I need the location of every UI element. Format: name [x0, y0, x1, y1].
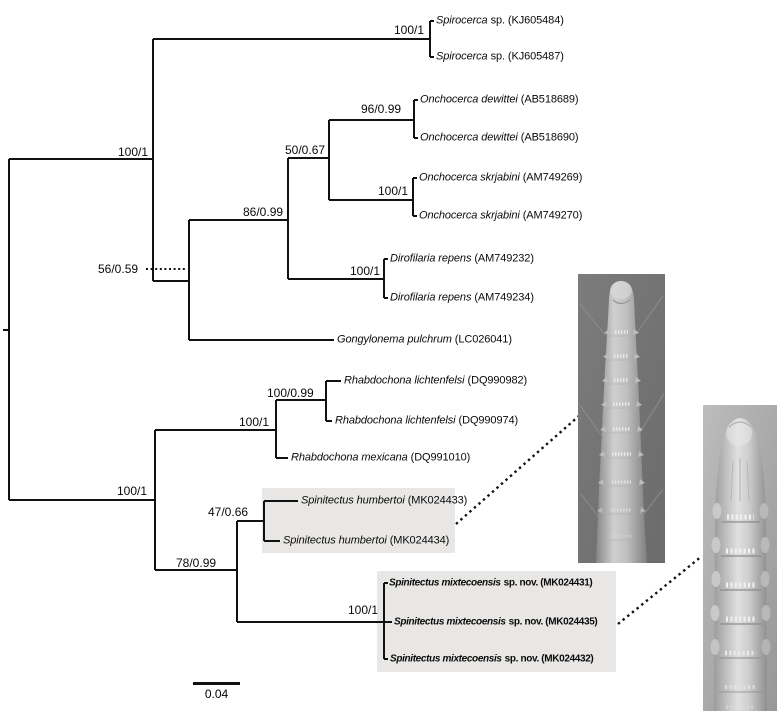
humbertoi-sem-dotted-line [455, 414, 581, 525]
scale-bar-label: 0.04 [204, 687, 229, 701]
taxon-label: Rhabdochona lichtenfelsi(DQ990974) [335, 415, 518, 428]
species-name: Rhabdochona lichtenfelsi [344, 374, 465, 387]
support-value: 100/1 [378, 184, 409, 198]
species-name: Rhabdochona lichtenfelsi [335, 414, 456, 427]
accession-number: (AM749232) [474, 252, 534, 265]
species-name: Rhabdochona mexicana [291, 451, 408, 464]
accession-number: (AB518689) [520, 93, 579, 106]
spine-rows [597, 329, 646, 541]
mixtecoensis-sem-dotted-line [617, 555, 703, 625]
accession-number: sp. nov. (MK024432) [504, 653, 594, 665]
support-value: 100/1 [118, 145, 149, 159]
accession-number: (AB518690) [520, 131, 579, 144]
taxon-label: Onchocerca skrjabini(AM749269) [419, 172, 582, 185]
accession-number: (DQ990982) [467, 374, 528, 387]
species-name: Onchocerca skrjabini [419, 209, 520, 222]
accession-number: sp. nov. (MK024431) [503, 577, 593, 589]
sem-image-humbertoi [578, 274, 665, 563]
taxon-label: Gongylonema pulchrum(LC026041) [337, 334, 512, 347]
accession-number: (AM749269) [522, 171, 583, 184]
species-name: Spinitectus mixtecoensis [390, 653, 502, 665]
taxon-label: Rhabdochona mexicana(DQ991010) [291, 452, 470, 465]
species-name: Spirocerca [436, 14, 488, 27]
taxon-label: Onchocerca dewittei(AB518689) [420, 93, 579, 107]
accession-number: sp. nov. (MK024435) [508, 616, 598, 628]
accession-number: (DQ990974) [458, 414, 519, 427]
support-value: 100/1 [117, 484, 148, 498]
support-value: 56/0.59 [98, 262, 139, 276]
accession-number: (AM749270) [522, 209, 583, 222]
accession-number: (LC026041) [454, 333, 512, 346]
scale-bar [193, 682, 240, 685]
support-value: 86/0.99 [243, 205, 284, 219]
spine-comb-rows [710, 503, 771, 709]
species-name: Onchocerca skrjabini [419, 171, 520, 184]
support-value: 100/1 [348, 603, 379, 617]
species-name: Gongylonema pulchrum [337, 333, 452, 346]
taxon-label: Rhabdochona lichtenfelsi(DQ990982) [344, 375, 527, 388]
support-value: 47/0.66 [208, 505, 249, 519]
support-value: 100/1 [394, 23, 425, 37]
species-name: Onchocerca dewittei [420, 131, 518, 144]
accession-number: (MK024433) [407, 494, 468, 507]
highlight-box-humbertoi [262, 488, 455, 553]
accession-number: (AM749234) [474, 291, 534, 304]
support-value: 100/0.99 [267, 386, 314, 400]
support-value: 100/1 [239, 415, 270, 429]
taxon-label: Dirofilaria repens(AM749232) [390, 253, 534, 266]
species-name: Dirofilaria repens [390, 291, 472, 304]
taxon-label: Dirofilaria repens(AM749234) [390, 292, 534, 305]
taxon-label: Spinitectus humbertoi(MK024433) [301, 495, 467, 508]
species-name: Spinitectus humbertoi [301, 494, 405, 507]
taxon-label: Spinitectus humbertoi(MK024434) [283, 535, 449, 548]
support-value: 96/0.99 [361, 102, 402, 116]
species-name: Dirofilaria repens [390, 252, 472, 265]
species-name: Spinitectus mixtecoensis [389, 577, 501, 589]
species-name: Onchocerca dewittei [420, 93, 518, 106]
support-value: 50/0.67 [285, 143, 326, 157]
taxon-label: Onchocerca skrjabini(AM749270) [419, 210, 582, 223]
species-name: Spinitectus humbertoi [283, 534, 387, 547]
highlight-box-mixtecoensis [377, 571, 616, 672]
accession-number: sp. (KJ605487) [490, 50, 564, 63]
species-name: Spirocerca [436, 50, 488, 63]
accession-number: (DQ991010) [410, 451, 471, 464]
taxon-label: Onchocerca dewittei(AB518690) [420, 131, 579, 145]
sem-image-mixtecoensis [703, 405, 777, 711]
accession-number: (MK024434) [389, 534, 450, 547]
accession-number: sp. (KJ605484) [490, 14, 564, 27]
species-name: Spinitectus mixtecoensis [394, 616, 506, 628]
support-value: 100/1 [350, 264, 381, 278]
support-value: 78/0.99 [176, 556, 217, 570]
